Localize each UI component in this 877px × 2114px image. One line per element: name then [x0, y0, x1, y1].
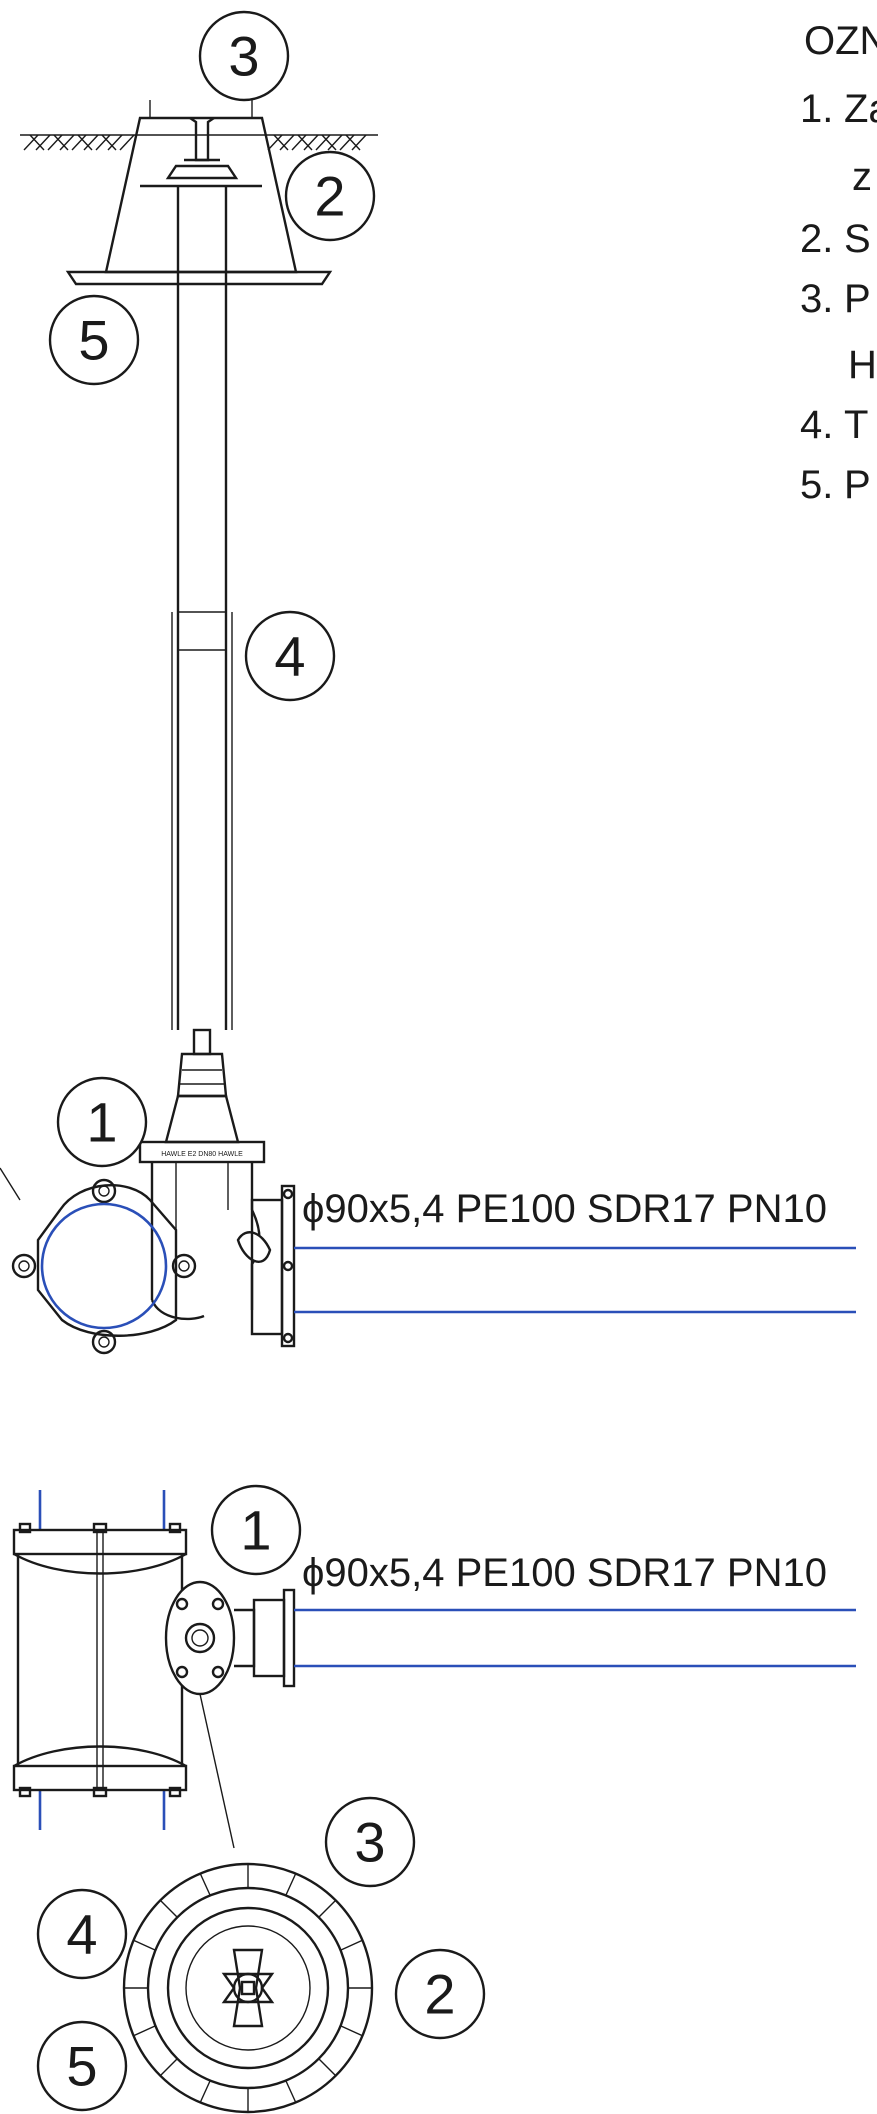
balloon-elev-2: 2 — [284, 150, 376, 242]
main-pipe-section — [40, 1202, 168, 1330]
svg-text:5: 5 — [78, 309, 109, 372]
street-box — [65, 100, 333, 286]
balloon-elev-5: 5 — [48, 294, 140, 386]
valve-marking: HAWLE E2 DN80 HAWLE — [161, 1151, 243, 1158]
legend-item: z — [852, 155, 872, 199]
legend-item: 3. P — [800, 277, 871, 321]
balloon-plan-1: 1 — [210, 1484, 302, 1576]
saddle-plan — [12, 1522, 188, 1798]
svg-text:3.: 3. — [800, 277, 833, 321]
svg-text:T: T — [844, 403, 868, 447]
street-box-plan — [122, 1862, 374, 2114]
svg-text:2.: 2. — [800, 217, 833, 261]
balloon-plan-4: 4 — [36, 1888, 128, 1980]
legend-item: 5. P — [800, 463, 871, 507]
svg-text:5: 5 — [66, 2035, 97, 2098]
svg-text:z: z — [852, 155, 872, 199]
service-pipe-plan — [294, 1608, 856, 1668]
legend-item: 2. S — [800, 217, 871, 261]
svg-text:1: 1 — [86, 1091, 117, 1154]
legend-heading: OZN — [804, 19, 877, 63]
pipe-label-plan: ϕ90x5,4 PE100 SDR17 PN10 — [302, 1551, 827, 1595]
svg-text:4.: 4. — [800, 403, 833, 447]
legend: OZN 1. Za z 2. S 3. P H 4. T 5. P — [800, 19, 877, 507]
svg-text:1: 1 — [240, 1499, 271, 1562]
svg-text:Za: Za — [844, 87, 877, 131]
balloon-elev-4: 4 — [244, 610, 336, 702]
balloon-plan-2: 2 — [394, 1948, 486, 2040]
legend-item: H — [848, 343, 877, 387]
valve-body — [150, 1162, 296, 1348]
svg-text:5.: 5. — [800, 463, 833, 507]
svg-text:2: 2 — [424, 1963, 455, 2026]
balloon-elev-1: 1 — [56, 1076, 148, 1168]
svg-text:1.: 1. — [800, 87, 833, 131]
ground-hatch — [20, 134, 378, 151]
extension-rod — [171, 186, 233, 1030]
main-pipe-plan — [38, 1490, 166, 1830]
pipe-label-elevation: ϕ90x5,4 PE100 SDR17 PN10 — [302, 1187, 827, 1231]
spindle-cap — [140, 117, 262, 188]
svg-text:P: P — [844, 463, 871, 507]
svg-text:4: 4 — [274, 625, 305, 688]
balloons: 3 2 5 4 1 1 3 4 — [36, 10, 486, 2112]
balloon-plan-5: 5 — [36, 2020, 128, 2112]
svg-text:H: H — [848, 343, 877, 387]
tapping-saddle — [0, 1167, 197, 1355]
valve-plan — [164, 1580, 296, 1849]
svg-text:3: 3 — [228, 25, 259, 88]
balloon-elev-3: 3 — [198, 10, 290, 102]
svg-text:2: 2 — [314, 165, 345, 228]
service-pipe-elevation — [294, 1246, 856, 1314]
svg-text:S: S — [844, 217, 871, 261]
valve-bonnet: HAWLE E2 DN80 HAWLE — [138, 1028, 266, 1164]
svg-text:P: P — [844, 277, 871, 321]
balloon-plan-3: 3 — [324, 1796, 416, 1888]
svg-text:4: 4 — [66, 1903, 97, 1966]
legend-item: 4. T — [800, 403, 868, 447]
svg-text:3: 3 — [354, 1811, 385, 1874]
legend-item: 1. Za — [800, 87, 877, 131]
